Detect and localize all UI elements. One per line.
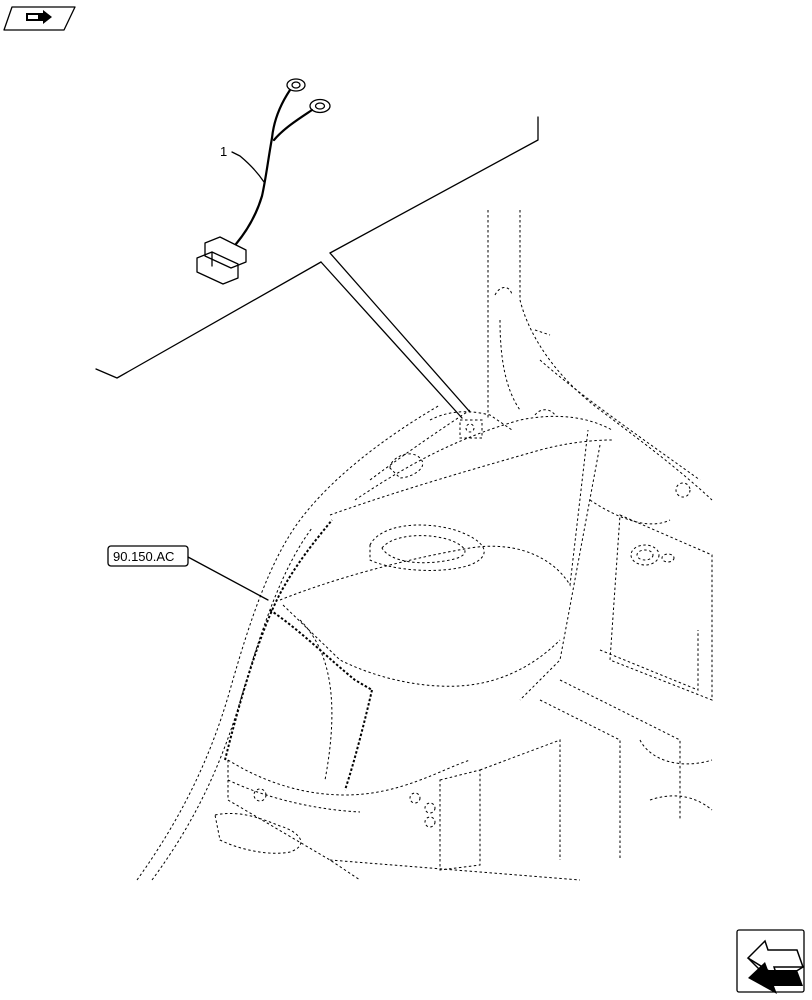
reference-label: 90.150.AC: [113, 549, 174, 564]
reference-callout[interactable]: 90.150.AC: [107, 545, 269, 601]
ground-harness: [196, 78, 331, 285]
next-page-arrow-icon[interactable]: [736, 929, 805, 994]
detail-leader-lines: [320, 252, 471, 419]
callout-1: 1: [220, 144, 265, 183]
detail-boundary-line: [95, 116, 539, 379]
callout-1-label: 1: [220, 144, 227, 159]
book-arrow-nav-icon[interactable]: [3, 6, 76, 31]
cab-assembly: [136, 210, 713, 881]
